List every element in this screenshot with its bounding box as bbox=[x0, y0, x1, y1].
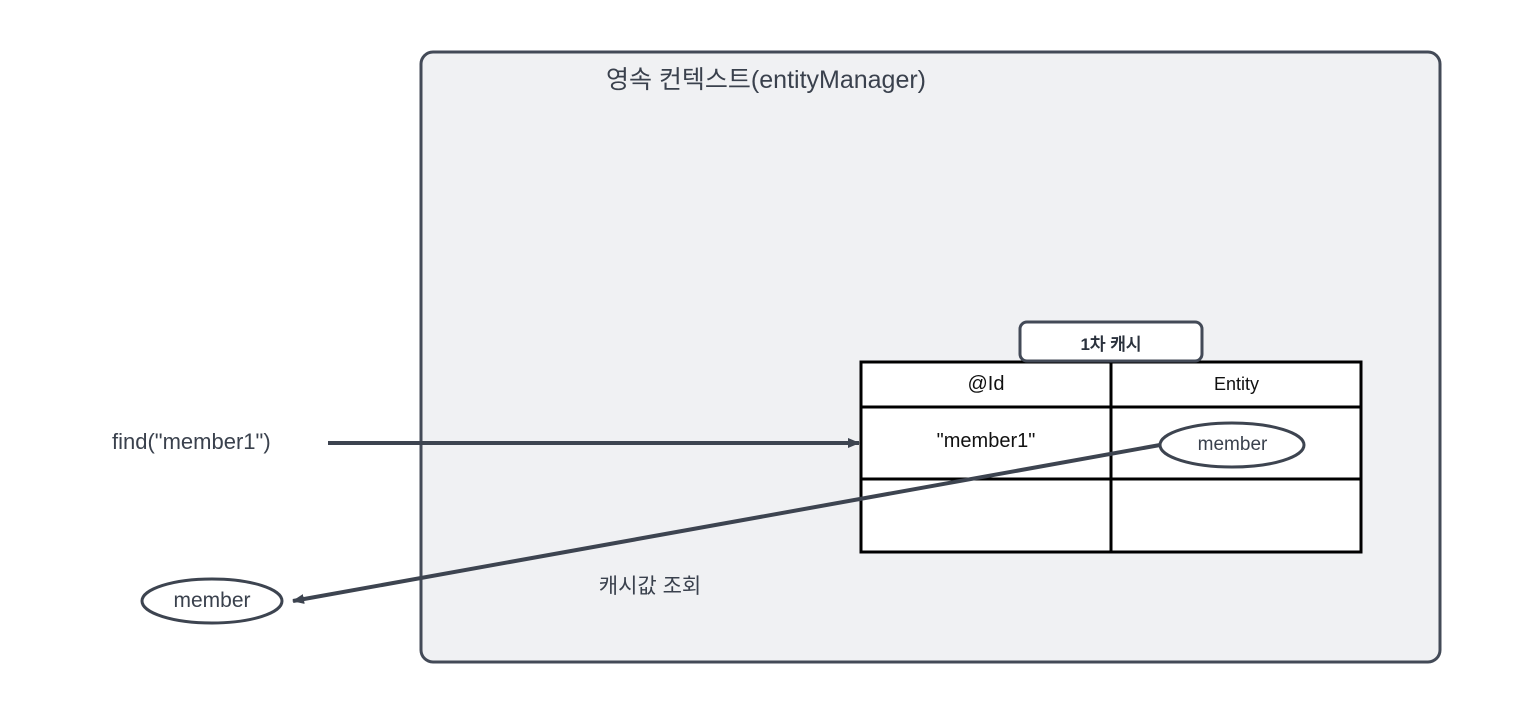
cache-table-header-entity: Entity bbox=[1213, 374, 1260, 394]
persistence-context-title: 영속 컨텍스트(entityManager) bbox=[605, 66, 927, 94]
entity-node-in-cache bbox=[1158, 421, 1306, 469]
cache-table-header-id: @Id bbox=[967, 373, 1005, 395]
entity-node-returned bbox=[140, 577, 284, 625]
find-call-label: find("member1") bbox=[112, 429, 271, 454]
entity-node-in-cache-label: member bbox=[1197, 434, 1268, 455]
first-level-cache-label: 1차 캐시 bbox=[1080, 335, 1142, 354]
cache-read-edge bbox=[292, 443, 1161, 604]
entity-node-returned-label: member bbox=[173, 589, 251, 612]
cache-read-label: 캐시값 조회 bbox=[598, 575, 702, 598]
cache-table-cell-id: "member1" bbox=[936, 430, 1036, 452]
first-level-cache-label-box bbox=[1018, 320, 1204, 363]
